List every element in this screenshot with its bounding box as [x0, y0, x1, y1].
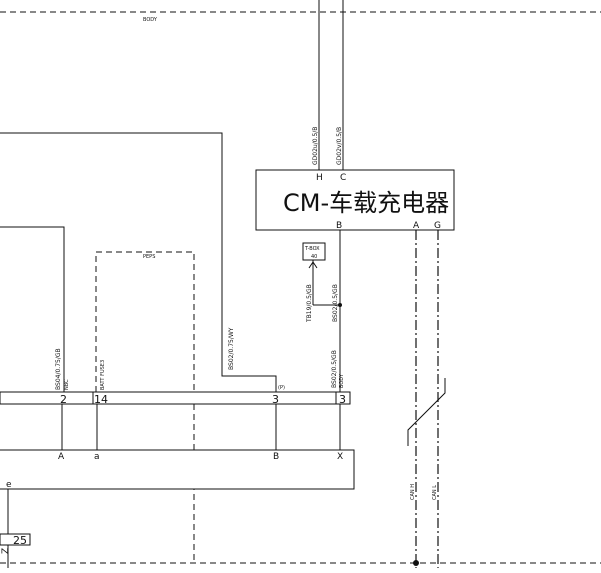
dashed-box — [95, 251, 195, 560]
tbox-pin: 40 — [311, 254, 317, 260]
connector-strip — [0, 391, 351, 405]
module-title: CM-车载充电器 — [283, 189, 449, 217]
left-bottom-connector — [0, 533, 31, 546]
connector-pin-4: 3 — [339, 393, 346, 406]
left-bottom-side: Z — [1, 548, 11, 554]
lower-wire-label-3: BS02/0.75/WY — [228, 327, 235, 370]
left-bottom-num: 25 — [13, 534, 27, 547]
lower-wire-label-4: BS02/0.5/GB — [331, 350, 338, 388]
tbox-wire-label: TB19/0.5/GB — [306, 284, 313, 323]
connector-pin-3: 3 — [272, 393, 279, 406]
tbox-name: T-BOX — [304, 246, 320, 252]
top-label: BODY — [143, 17, 158, 23]
can-twist-symbol — [407, 378, 446, 446]
bottom-pin-a: A — [58, 452, 65, 462]
wire-left-2 — [0, 226, 65, 392]
wire-label-gd02v: GD02v/0.5/B — [336, 127, 343, 165]
can-l-label: CAN L — [432, 485, 438, 500]
lower-wire-sub-1: NBC — [64, 379, 70, 390]
module-pin-a: A — [413, 221, 420, 231]
dashed-box-label: PEPS — [143, 254, 155, 260]
can-h-label: CAN H — [410, 484, 416, 500]
small-tag: (P) — [278, 385, 285, 391]
bottom-pin-x: X — [337, 452, 343, 462]
module-pin-b: B — [336, 221, 342, 231]
tbox-arrow — [308, 261, 318, 269]
tbox-box — [302, 242, 326, 261]
cm-module-box — [255, 169, 455, 231]
connector-pin-2: 14 — [94, 393, 108, 406]
bottom-pin-b: B — [273, 452, 279, 462]
bottom-module-box — [0, 449, 355, 490]
b-wire-label: BS02/0.5/GB — [332, 284, 339, 322]
wire-loop-upper — [0, 132, 277, 392]
wire-label-gd02u: GD02u/0.5/B — [312, 127, 319, 165]
lower-wire-sub-4: BODY — [339, 373, 345, 388]
lower-wire-label-2: BATT FUSE3 — [100, 360, 106, 390]
module-pin-g: G — [434, 221, 441, 231]
module-pin-h: H — [316, 173, 323, 183]
left-bottom-pin: e — [6, 480, 12, 490]
bottom-pin-a2: a — [94, 452, 100, 462]
module-pin-c: C — [340, 173, 346, 183]
connector-pin-1: 2 — [60, 393, 67, 406]
lower-wire-label-1: BS04/0.75/GB — [55, 348, 62, 390]
